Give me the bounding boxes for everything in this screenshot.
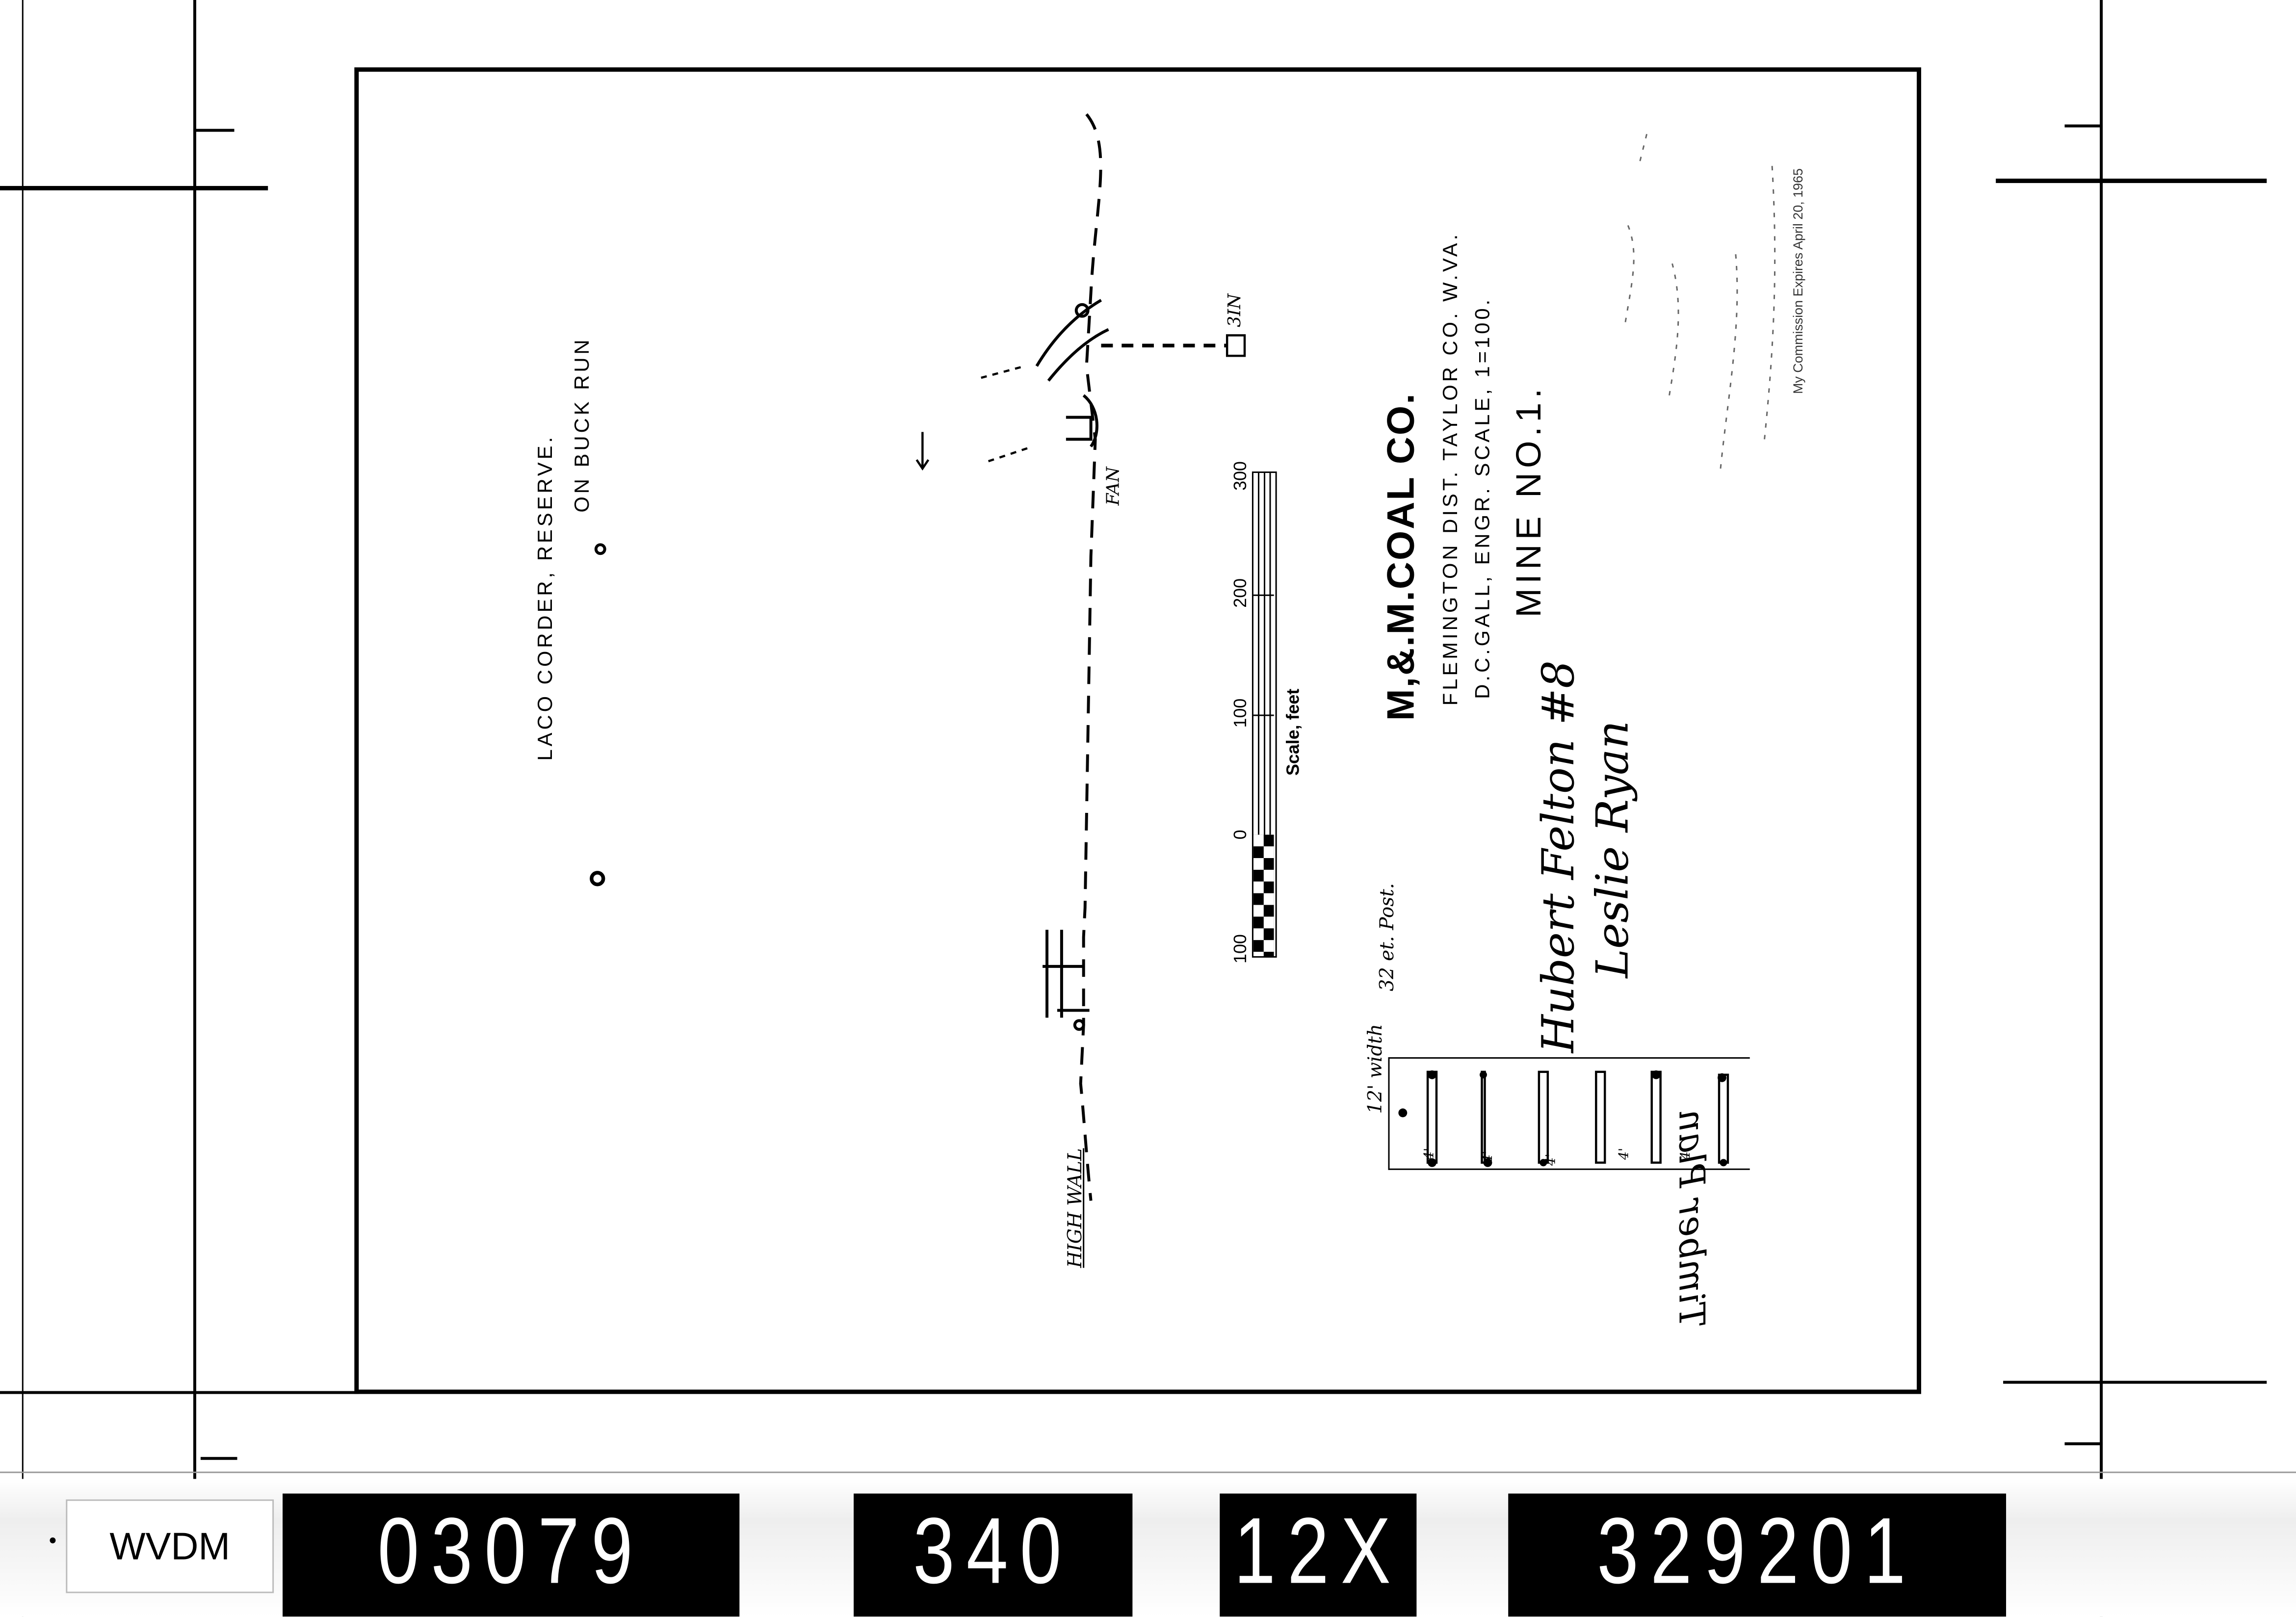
signature-1: Hubert Felton #8: [1534, 660, 1585, 1053]
frame-number: 340: [854, 1493, 1133, 1617]
frame-line: [0, 1471, 2296, 1473]
drill-hole-marker: [594, 543, 606, 555]
pipe-label: 3IN: [1224, 293, 1245, 327]
dot: [50, 1537, 56, 1543]
timber-plan-diagram: [1388, 1057, 1750, 1170]
frame-line: [0, 1391, 359, 1394]
scale-tick-label: 300: [1230, 461, 1251, 491]
portal-marker: [1073, 1019, 1085, 1031]
company-name: M,&.M.COAL CO.: [1379, 392, 1423, 721]
portal-symbol: [1043, 930, 1090, 1018]
timber-spacing: 4': [1423, 1148, 1438, 1160]
pipe-end-box: [1226, 334, 1246, 357]
frame-line: [2003, 1381, 2267, 1384]
frame-line: [200, 1457, 237, 1460]
property-label: LACO CORDER, RESERVE.: [533, 434, 557, 761]
map-border: [354, 67, 1921, 1394]
notary-signature-faint: [1624, 131, 1776, 469]
frame-line: [0, 186, 268, 191]
frame-line: [2100, 0, 2103, 1617]
outcrop-dashed-line: [1079, 113, 1102, 1201]
timber-spacing: 4': [1482, 1150, 1497, 1163]
width-note: 12' width: [1365, 1024, 1388, 1114]
roll-number: 03079: [283, 1493, 740, 1617]
signature-2: Leslie Ryan: [1588, 720, 1640, 978]
frame-line: [2064, 1442, 2103, 1445]
scale-tick-label: 100: [1230, 934, 1251, 964]
district-line: FLEMINGTON DIST. TAYLOR CO. W.VA.: [1437, 231, 1461, 706]
scale-bar: [1252, 471, 1277, 958]
fan-label: FAN: [1102, 467, 1123, 506]
frame-line: [22, 0, 24, 1617]
timber-posts: [1398, 1070, 1729, 1167]
timber-spacing: 4': [1544, 1153, 1560, 1166]
post-note: 32 et. Post.: [1377, 883, 1399, 991]
scale-checker: [1253, 835, 1274, 957]
timber-spacing: 4': [1618, 1148, 1633, 1160]
mine-name: MINE NO.1.: [1510, 384, 1549, 618]
timber-plan-title: Timber Plan: [1670, 1109, 1712, 1328]
engineer-line: D.C.GALL, ENGR. SCALE, 1=100.: [1470, 296, 1494, 699]
arrow-mark: [981, 365, 1033, 463]
archive-label: WVDM: [66, 1499, 274, 1593]
document-id: 329201: [1508, 1493, 2007, 1617]
frame-line: [2064, 124, 2103, 128]
reduction-ratio: 12X: [1220, 1493, 1417, 1617]
location-label: ON BUCK RUN: [570, 337, 593, 513]
scale-tick-label: 100: [1230, 698, 1251, 728]
scale-label: Scale, feet: [1282, 688, 1304, 776]
drill-hole-marker: [590, 871, 605, 887]
frame-line: [193, 129, 235, 132]
fan-symbol: [1066, 394, 1098, 448]
highwall-label: HIGH WALL: [1065, 1148, 1088, 1268]
portal-symbol: [1035, 299, 1109, 382]
scale-tick-label: 0: [1230, 830, 1251, 840]
frame-line: [1996, 179, 2267, 183]
arrow-mark: [915, 432, 930, 471]
scale-tick-label: 200: [1230, 578, 1251, 608]
frame-line: [193, 0, 196, 1479]
